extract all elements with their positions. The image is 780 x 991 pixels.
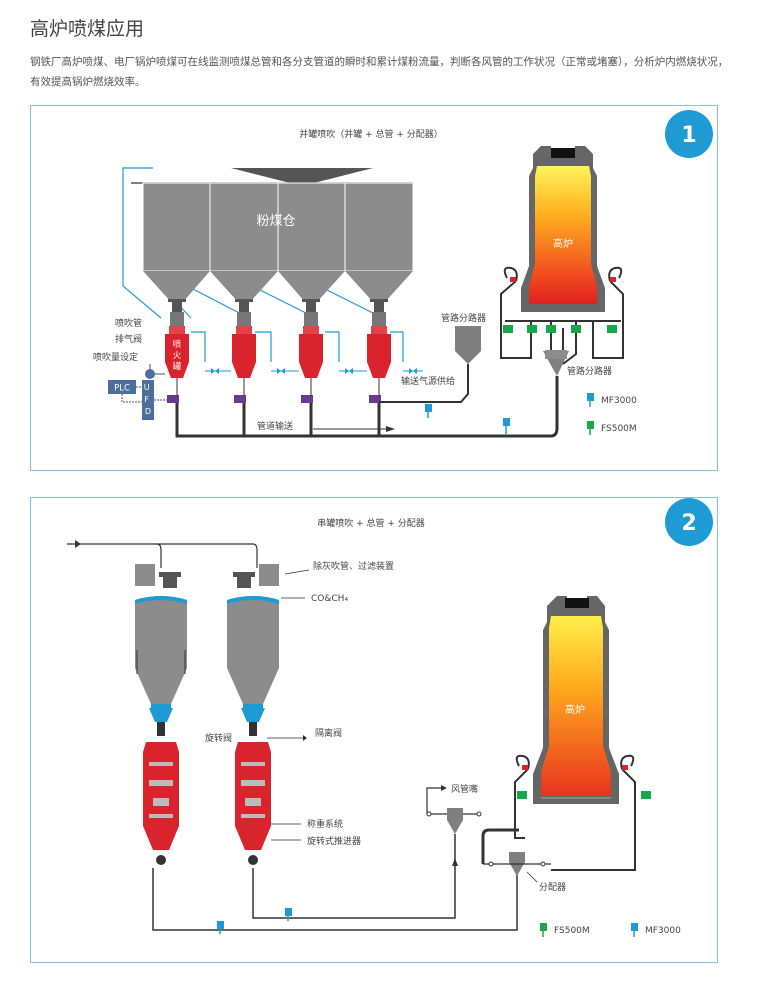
blast-furnace <box>533 596 619 804</box>
tuyere-valves <box>522 765 628 770</box>
panel-number-badge <box>665 110 713 158</box>
legend-mf3000: MF3000 <box>645 926 681 936</box>
mf3000-sensor <box>425 404 432 418</box>
branch-pipes <box>242 403 381 436</box>
main-pipe-1 <box>152 858 518 931</box>
feed-line <box>67 543 258 568</box>
legend-panel1: MF3000 FS500M <box>587 393 637 435</box>
coal-silo <box>142 182 414 302</box>
distributor-1 <box>455 326 481 364</box>
mf3000-sensor <box>217 921 224 934</box>
feeders <box>167 395 381 403</box>
label-rotary-valve: 旋转阀 <box>205 732 232 744</box>
panel-parallel-tank: 1 并罐喷吹（并罐 + 总管 + 分配器） 粉煤仓 <box>30 105 718 471</box>
label-weighing: 称重系统 <box>307 818 343 830</box>
page-title: 高炉喷煤应用 <box>30 18 145 40</box>
furnace-label: 高炉 <box>553 237 573 250</box>
legend-fs500m: FS500M <box>554 926 590 936</box>
main-pipe-2 <box>252 834 456 919</box>
panel-number-badge <box>665 498 713 546</box>
label-distributor-1: 管路分路器 <box>441 312 486 324</box>
tuyere-pipes <box>500 266 624 365</box>
label-dust-filter: 除灰吹管、过滤装置 <box>313 560 394 572</box>
panel-subtitle: 并罐喷吹（并罐 + 总管 + 分配器） <box>299 128 443 140</box>
diagram-series-tank: 2 串罐喷吹 + 总管 + 分配器 <box>67 498 713 937</box>
panel-series-tank: 2 串罐喷吹 + 总管 + 分配器 <box>30 497 718 963</box>
panel-number: 1 <box>681 123 696 148</box>
label-gas-supply: 输送气源供给 <box>401 375 455 387</box>
plc-box <box>108 380 136 394</box>
label-isolation-valve: 隔离阀 <box>315 727 342 739</box>
setting-knob <box>145 369 155 379</box>
label-distributor: 分配器 <box>539 882 566 893</box>
blast-furnace <box>521 146 605 312</box>
ufd-box <box>142 380 154 420</box>
panel-number: 2 <box>681 511 696 536</box>
plc-label: PLC <box>114 384 130 394</box>
label-gas: CO&CH₄ <box>311 594 348 604</box>
feed-hopper <box>231 168 373 186</box>
mf3000-sensor <box>285 908 292 921</box>
distributor-a <box>447 808 463 834</box>
label-rotary-pusher: 旋转式推进器 <box>307 835 361 847</box>
tuyere-valves <box>510 277 616 282</box>
tank-label-1: 喷 <box>173 339 182 350</box>
label-vent-valve: 排气阀 <box>115 333 142 345</box>
tuyere-pipes <box>514 754 636 871</box>
fs500m-sensors <box>517 791 651 799</box>
label-air-nozzle: 风管嘴 <box>451 783 478 795</box>
label-blow-setting: 喷吹量设定 <box>93 351 138 363</box>
silo-valves <box>168 299 388 326</box>
tank-group-left <box>135 564 187 865</box>
tank-group-right <box>227 564 279 865</box>
main-pipe <box>175 376 559 438</box>
injection-tanks <box>165 326 391 378</box>
label-distributor-2: 管路分路器 <box>567 365 612 377</box>
legend-fs500m: FS500M <box>601 424 637 434</box>
page-description: 钢铁厂高炉喷煤、电厂锅炉喷煤可在线监测喷煤总管和各分支管道的瞬时和累计煤粉流量，… <box>30 56 729 88</box>
panel-subtitle: 串罐喷吹 + 总管 + 分配器 <box>317 517 425 529</box>
legend-panel2: FS500M MF3000 <box>540 923 681 937</box>
tank-outlets <box>176 378 380 396</box>
gas-valves <box>211 368 417 374</box>
furnace-label: 高炉 <box>565 703 585 716</box>
ufd-label: U F D <box>144 383 152 416</box>
label-pipeline: 管道输送 <box>257 420 293 432</box>
mf3000-sensor <box>503 418 510 434</box>
diagram-parallel-tank: 1 并罐喷吹（并罐 + 总管 + 分配器） 粉煤仓 <box>93 110 713 438</box>
label-blow-pipe: 喷吹管 <box>115 317 142 329</box>
tank-label-2: 火 <box>173 351 182 361</box>
tank-label-3: 罐 <box>173 361 182 372</box>
silo-label: 粉煤仓 <box>256 214 295 229</box>
legend-mf3000: MF3000 <box>601 396 637 406</box>
fs500m-sensors <box>503 325 617 333</box>
